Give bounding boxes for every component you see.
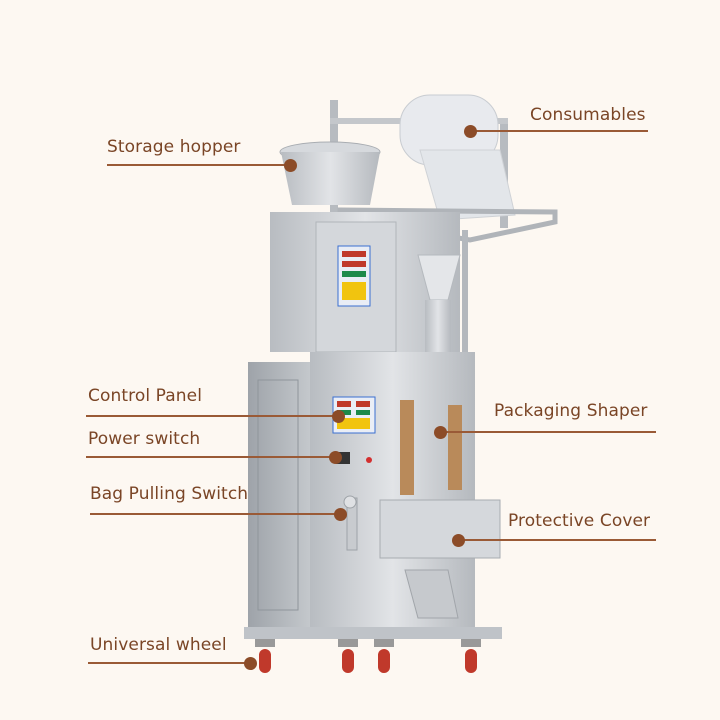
storage-hopper <box>279 141 381 205</box>
leader-line-storage-hopper <box>107 164 290 166</box>
callout-dot-storage-hopper <box>284 159 297 172</box>
upper-display-panel <box>337 245 371 307</box>
callout-dot-bag-pulling-switch <box>334 508 347 521</box>
callout-dot-protective-cover <box>452 534 465 547</box>
indicator-light <box>366 457 372 463</box>
callout-dot-packaging-shaper <box>434 426 447 439</box>
callout-dot-power-switch <box>329 451 342 464</box>
bag-pulling-switch-graphic <box>343 495 358 551</box>
side-door <box>257 379 299 611</box>
leader-line-universal-wheel <box>88 662 250 664</box>
universal-wheels <box>255 639 481 673</box>
label-universal-wheel: Universal wheel <box>90 635 227 655</box>
protective-cover-graphic <box>379 499 501 619</box>
label-packaging-shaper: Packaging Shaper <box>494 401 648 421</box>
machine-base <box>244 627 502 639</box>
label-bag-pulling-switch: Bag Pulling Switch <box>90 484 249 504</box>
lower-body-side <box>248 362 310 627</box>
leader-line-packaging-shaper <box>440 431 656 433</box>
leader-line-protective-cover <box>458 539 656 541</box>
label-power-switch: Power switch <box>88 429 201 449</box>
callout-dot-universal-wheel <box>244 657 257 670</box>
label-protective-cover: Protective Cover <box>508 511 651 531</box>
label-consumables: Consumables <box>530 105 646 125</box>
callout-dot-consumables <box>464 125 477 138</box>
label-control-panel: Control Panel <box>88 386 203 406</box>
packaging-shaper-graphic <box>400 400 462 495</box>
consumables-film-roll <box>330 94 558 390</box>
leader-line-control-panel <box>86 415 338 417</box>
leader-line-power-switch <box>86 456 335 458</box>
callout-dot-control-panel <box>332 410 345 423</box>
label-storage-hopper: Storage hopper <box>107 137 241 157</box>
leader-line-bag-pulling-switch <box>90 513 340 515</box>
leader-line-consumables <box>470 130 648 132</box>
